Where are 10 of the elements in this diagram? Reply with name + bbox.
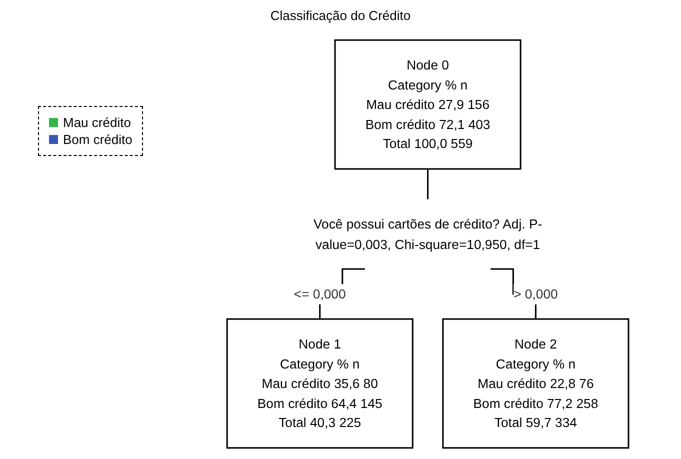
diagram-title: Classificação do Crédito	[269, 8, 412, 23]
legend-label: Bom crédito	[63, 132, 132, 147]
legend-label: Mau crédito	[63, 115, 131, 130]
edge-label: > 0,000	[513, 286, 558, 302]
edge-label: <= 0,000	[294, 286, 346, 302]
node-text: Você possui cartões de crédito? Adj. P-value=0,003, Chi-square=10,950, df=1	[313, 216, 542, 252]
node-box: Node 0 Category % n Mau crédito 27,9 156 Bom crédito 72,1 403 Total 100,0 559	[334, 39, 522, 170]
node-box: Node 2 Category % n Mau crédito 22,8 76 Bom crédito 77,2 258 Total 59,7 334	[442, 318, 629, 449]
connector	[426, 168, 428, 200]
node-box: Node 1 Category % n Mau crédito 35,6 80 Bom crédito 64,4 145 Total 40,3 225	[226, 318, 414, 449]
